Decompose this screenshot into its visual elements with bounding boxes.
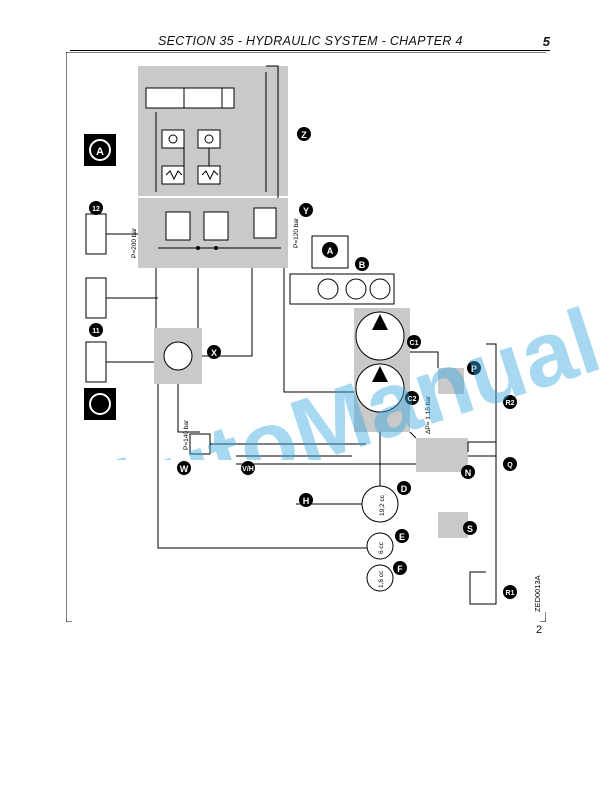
- header-rule: [70, 50, 550, 51]
- label-e: E: [399, 532, 405, 542]
- component-labels: Z Y A B C1 C2 D E F H N P S X W V/H 12 1…: [89, 127, 517, 599]
- label-w: W: [180, 464, 189, 474]
- label-c2: C2: [408, 396, 417, 403]
- cylinder-11a: [85, 277, 107, 319]
- steering-icon: [84, 388, 116, 420]
- svg-text:A: A: [96, 146, 104, 158]
- cylinder-11b: [85, 341, 107, 383]
- label-q: Q: [507, 462, 513, 469]
- label-d: D: [401, 484, 408, 494]
- section-title: SECTION 35 - HYDRAULIC SYSTEM - CHAPTER …: [158, 34, 463, 48]
- label-h: H: [303, 496, 310, 506]
- label-x: X: [211, 348, 217, 358]
- pump-e: [366, 532, 394, 560]
- label-a: A: [327, 246, 334, 256]
- label-11: 11: [92, 328, 100, 335]
- hydraulic-diagram: A Z: [66, 52, 546, 622]
- pressure-w: P=140 bar: [183, 419, 190, 450]
- label-vh: V/H: [242, 466, 254, 473]
- label-r2: R2: [506, 400, 515, 407]
- label-n: N: [465, 468, 472, 478]
- valve-block-z: [138, 65, 288, 268]
- delta-p: ΔP= 1.15 bar: [425, 395, 432, 434]
- label-f: F: [397, 564, 403, 574]
- pressure-y: P=120 bar: [293, 217, 300, 248]
- figure-number: 2: [536, 624, 543, 636]
- label-s: S: [467, 524, 473, 534]
- page-header: SECTION 35 - HYDRAULIC SYSTEM - CHAPTER …: [70, 34, 550, 52]
- figure-code: ZED0013A: [533, 575, 542, 612]
- label-y: Y: [303, 206, 309, 216]
- filter-n: [416, 438, 468, 472]
- page-number: 5: [542, 34, 550, 49]
- pressure-z: P=200 bar: [131, 227, 138, 258]
- label-c1: C1: [410, 340, 419, 347]
- disp-e: 6 cc: [378, 541, 385, 554]
- label-p: P: [471, 364, 477, 374]
- filter-p: [438, 368, 464, 394]
- pump-f: [366, 564, 394, 592]
- hydraulic-lines: [106, 233, 497, 605]
- cylinder-12: [85, 213, 107, 255]
- label-b: B: [359, 260, 366, 270]
- label-z: Z: [301, 130, 307, 140]
- label-r1: R1: [506, 590, 515, 597]
- disp-f: 1,6 cc: [378, 570, 385, 588]
- disp-d: 19,2 cc: [379, 494, 386, 516]
- label-12: 12: [92, 206, 100, 213]
- relief-valve-w: [189, 433, 211, 455]
- filter-s: [438, 512, 468, 538]
